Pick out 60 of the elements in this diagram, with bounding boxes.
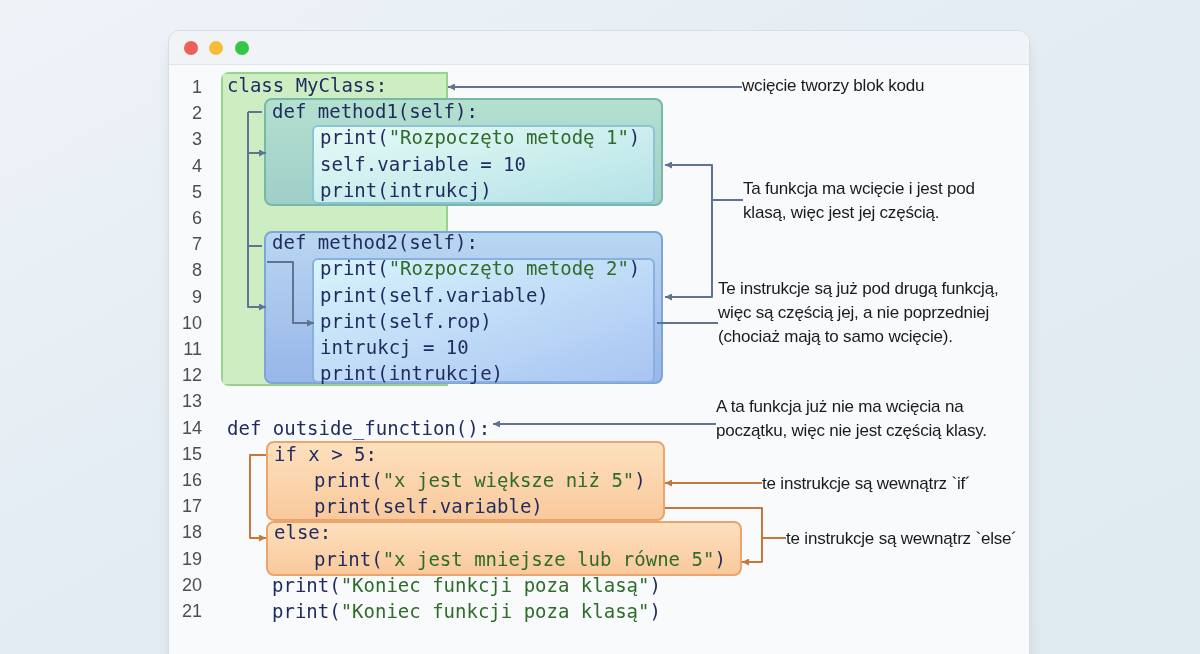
code-line: print("Rozpoczęto metodę 1") (320, 125, 641, 151)
code-line: print("Koniec funkcji poza klasą") (272, 599, 661, 624)
arrow (664, 199, 744, 301)
line-number: 2 (191, 102, 202, 126)
line-number: 17 (180, 495, 202, 519)
line-number: 9 (191, 285, 202, 309)
annotation-text: A ta funkcja już nie ma wcięcia na początku, więc nie jest częścią klasy. (716, 395, 1006, 443)
annotation-text: te instrukcje są wewnątrz `else´ (786, 527, 1056, 551)
code-line: intrukcj = 10 (320, 334, 469, 360)
method-body-block (312, 125, 655, 204)
arrow (247, 152, 267, 311)
method-block (264, 98, 663, 206)
code-line: print("x jest mniejsze lub równe 5") (314, 546, 726, 572)
line-number: 14 (180, 416, 202, 440)
arrow (266, 261, 315, 327)
line-number: 18 (180, 521, 202, 545)
line-number: 4 (191, 154, 202, 178)
line-number: 5 (191, 180, 202, 204)
line-number: 19 (180, 547, 202, 571)
annotation-text: te instrukcje są wewnątrz `if´ (762, 472, 1022, 496)
line-number: 15 (180, 442, 202, 466)
code-line: def outside_function(): (227, 414, 493, 441)
line-number: 13 (180, 390, 202, 414)
line-number: 16 (180, 469, 202, 492)
code-line: self.variable = 10 (320, 151, 526, 177)
arrow (664, 479, 763, 487)
code-line: print(intrukcje) (320, 361, 504, 387)
code-line: print(self.rop) (320, 308, 492, 334)
line-number: 20 (180, 573, 202, 597)
code-line: print("Koniec funkcji poza klasą") (272, 572, 661, 598)
line-number: 1 (191, 76, 202, 99)
arrow (247, 111, 267, 157)
line-number: 3 (191, 128, 202, 152)
arrow (249, 454, 267, 542)
line-number: 12 (180, 364, 202, 388)
arrow (447, 83, 743, 91)
code-line: else: (274, 520, 332, 546)
line-number: 8 (191, 259, 202, 283)
code-line: if x > 5: (274, 441, 377, 467)
line-number: 11 (182, 338, 202, 361)
line-number: 10 (180, 311, 202, 335)
annotation-text: Te instrukcje są już pod drugą funkcją, więc są częścią jej, a nie poprzedniej (chociaż mają to samo wcięcie). (718, 277, 1018, 349)
code-line: print(self.variable) (314, 494, 543, 520)
code-line: class MyClass: (227, 72, 388, 98)
code-line: def method1(self): (272, 99, 478, 125)
code-line: print(self.variable) (320, 282, 549, 308)
code-line: print("x jest większe niż 5") (314, 467, 646, 493)
arrow (492, 420, 717, 428)
code-line: def method2(self): (272, 230, 478, 256)
method-body-block (312, 258, 655, 383)
line-number: 21 (180, 600, 202, 623)
method-block (264, 231, 663, 384)
line-number: 6 (191, 207, 202, 230)
code-line: print("Rozpoczęto metodę 2") (320, 256, 641, 282)
else-block (266, 521, 742, 576)
line-number: 7 (191, 233, 202, 257)
annotation-text: Ta funkcja ma wcięcie i jest pod klasą, więc jest jej częścią. (743, 177, 1015, 225)
if-block (266, 441, 665, 521)
annotation-text: wcięcie tworzy blok kodu (742, 74, 1002, 98)
code-line: print(intrukcj) (320, 177, 492, 203)
